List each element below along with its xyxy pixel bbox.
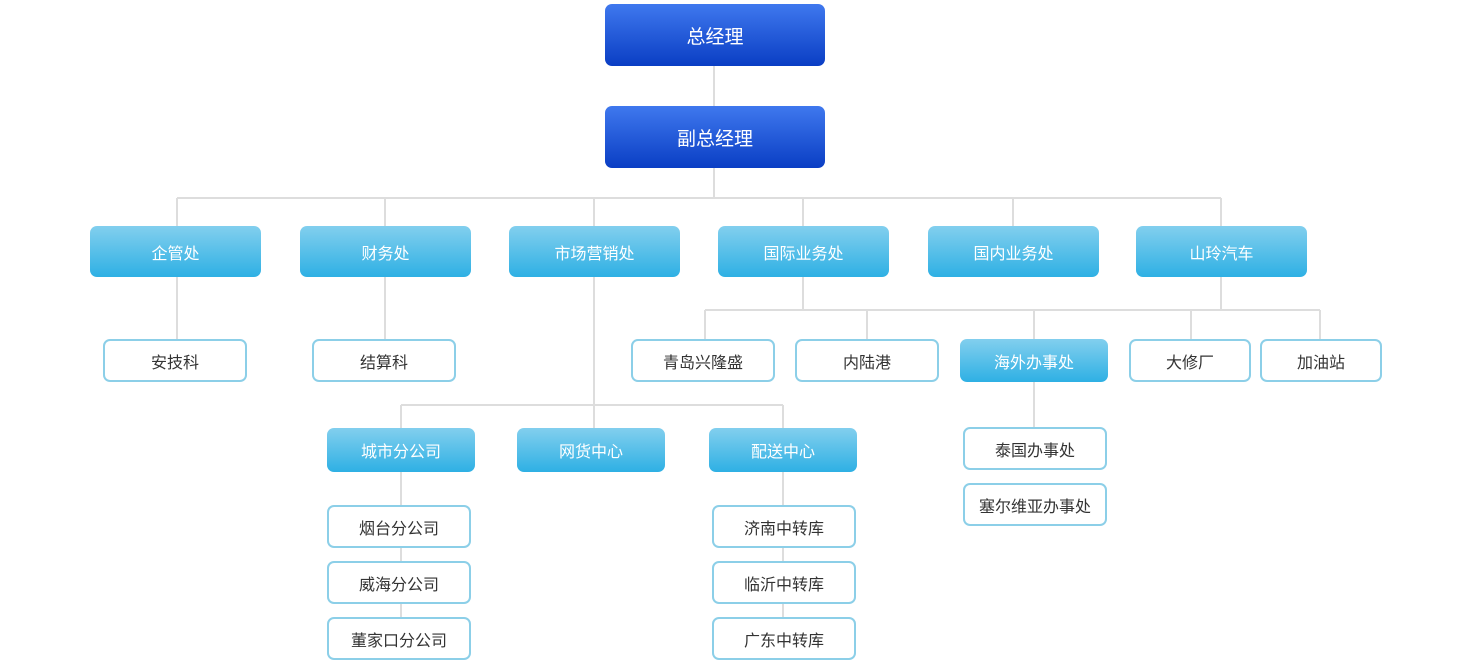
node-jiayouzhan[interactable]: 加油站 — [1260, 339, 1382, 382]
node-deputy-general-manager[interactable]: 副总经理 — [605, 106, 825, 168]
node-neilugang[interactable]: 内陆港 — [795, 339, 939, 382]
connector-intl-shanling — [704, 277, 1321, 339]
node-dept-international[interactable]: 国际业务处 — [718, 226, 889, 277]
node-city-branch[interactable]: 城市分公司 — [327, 428, 475, 472]
node-weihai-branch[interactable]: 威海分公司 — [327, 561, 471, 604]
node-online-cargo-center[interactable]: 网货中心 — [517, 428, 665, 472]
node-dongjiakou-branch[interactable]: 董家口分公司 — [327, 617, 471, 660]
node-general-manager[interactable]: 总经理 — [605, 4, 825, 66]
node-dept-shanling[interactable]: 山玲汽车 — [1136, 226, 1307, 277]
node-linyi-depot[interactable]: 临沂中转库 — [712, 561, 856, 604]
node-dept-qiguanchu[interactable]: 企管处 — [90, 226, 261, 277]
node-dept-caiwuchu[interactable]: 财务处 — [300, 226, 471, 277]
node-anjike[interactable]: 安技科 — [103, 339, 247, 382]
node-yantai-branch[interactable]: 烟台分公司 — [327, 505, 471, 548]
node-delivery-center[interactable]: 配送中心 — [709, 428, 857, 472]
node-jiesuanke[interactable]: 结算科 — [312, 339, 456, 382]
node-thailand-office[interactable]: 泰国办事处 — [963, 427, 1107, 470]
connector-marketing — [400, 277, 784, 428]
node-qingdao-xinglongsheng[interactable]: 青岛兴隆盛 — [631, 339, 775, 382]
node-daxiuchang[interactable]: 大修厂 — [1129, 339, 1251, 382]
node-guangdong-depot[interactable]: 广东中转库 — [712, 617, 856, 660]
node-jinan-depot[interactable]: 济南中转库 — [712, 505, 856, 548]
node-dept-domestic[interactable]: 国内业务处 — [928, 226, 1099, 277]
connector-deputy-bus — [177, 168, 1221, 199]
connector-dept-drops — [176, 198, 1222, 226]
node-serbia-office[interactable]: 塞尔维亚办事处 — [963, 483, 1107, 526]
node-overseas-office[interactable]: 海外办事处 — [960, 339, 1108, 382]
node-dept-marketing[interactable]: 市场营销处 — [509, 226, 680, 277]
